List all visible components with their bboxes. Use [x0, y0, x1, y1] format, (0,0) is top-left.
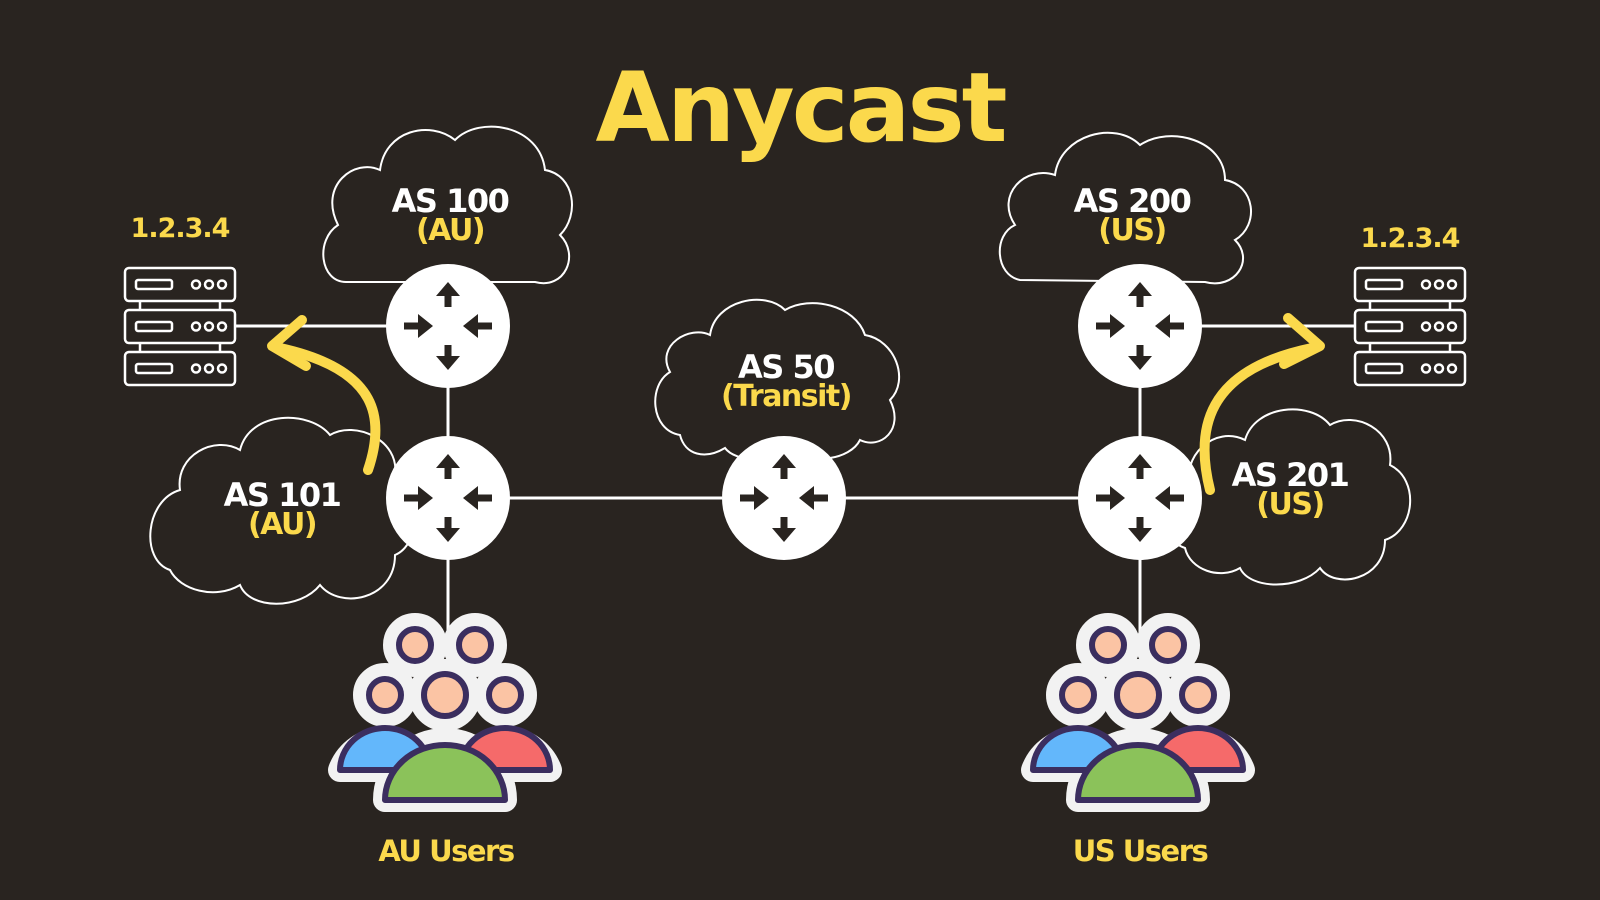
page-title: Anycast: [595, 52, 1008, 164]
as100-name: AS 100: [391, 182, 510, 220]
router-as200-icon: [1078, 264, 1202, 388]
router-as201-icon: [1078, 436, 1202, 560]
left-server-ip: 1.2.3.4: [130, 213, 231, 244]
as200-region: (US): [1098, 213, 1167, 248]
us-route-arrow: [1199, 343, 1317, 495]
router-as101-icon: [386, 436, 510, 560]
cloud-as200: [998, 131, 1252, 285]
cloud-as201: [1167, 408, 1412, 586]
as100-label: AS 100 (AU): [340, 182, 560, 248]
as200-label: AS 200 (US): [1022, 182, 1242, 248]
au-route-arrow: [275, 343, 381, 475]
as101-label: AS 101 (AU): [172, 476, 392, 542]
router-as50-icon: [722, 436, 846, 560]
us-users-label: US Users: [1072, 834, 1209, 868]
right-server-ip: 1.2.3.4: [1360, 223, 1461, 254]
us-users-icon: [1033, 625, 1243, 800]
as201-label: AS 201 (US): [1180, 456, 1400, 522]
us-route-arrowhead: [1279, 313, 1325, 369]
as50-region: (Transit): [721, 379, 852, 414]
as100-region: (AU): [415, 213, 486, 248]
au-route-arrowhead: [267, 315, 311, 371]
as201-region: (US): [1256, 487, 1325, 522]
as201-name: AS 201: [1231, 456, 1350, 494]
as50-name: AS 50: [738, 348, 835, 386]
router-as100-icon: [386, 264, 510, 388]
as200-name: AS 200: [1073, 182, 1192, 220]
au-users-icon: [340, 625, 550, 800]
au-users-label: AU Users: [378, 834, 515, 868]
cloud-as100: [322, 125, 573, 285]
as101-name: AS 101: [223, 476, 342, 514]
as101-region: (AU): [247, 507, 318, 542]
right-server-icon: [1353, 266, 1467, 387]
as50-label: AS 50 (Transit): [676, 348, 896, 414]
left-server-icon: [123, 266, 237, 387]
